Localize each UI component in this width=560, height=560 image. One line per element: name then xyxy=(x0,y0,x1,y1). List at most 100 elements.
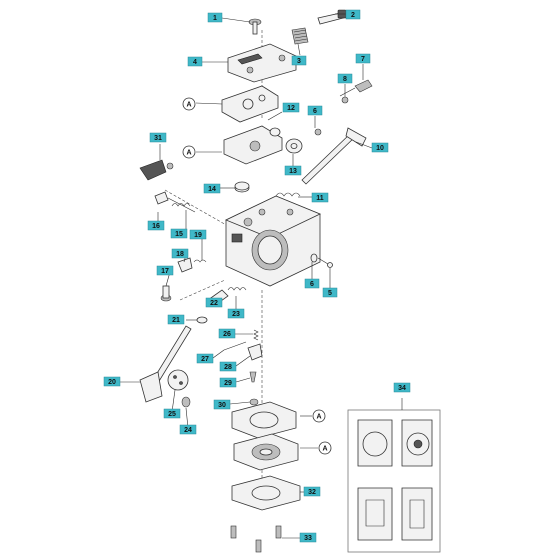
svg-text:24: 24 xyxy=(184,427,192,434)
part-choke-plate-25 xyxy=(167,369,189,391)
part-screw-1 xyxy=(248,18,262,35)
svg-text:11: 11 xyxy=(316,195,324,202)
part-carburetor-body xyxy=(225,195,321,287)
callout-24: 24 xyxy=(179,424,197,435)
axis-lever xyxy=(179,279,226,301)
part-clip-18 xyxy=(177,257,193,273)
svg-text:6: 6 xyxy=(313,108,317,115)
callout-23: 23 xyxy=(227,308,245,319)
part-diaphragm-bottom xyxy=(233,433,299,471)
part-spring-15 xyxy=(171,203,191,207)
callout-20: 20 xyxy=(103,376,121,387)
part-spring-26 xyxy=(253,329,259,341)
svg-text:27: 27 xyxy=(201,356,209,363)
callout-27: 27 xyxy=(196,353,214,364)
callout-22: 22 xyxy=(205,297,223,308)
svg-text:30: 30 xyxy=(218,402,226,409)
callout-7: 7 xyxy=(355,53,371,64)
svg-text:31: 31 xyxy=(154,135,162,142)
part-pin-27 xyxy=(223,341,247,351)
svg-text:1: 1 xyxy=(213,15,217,22)
part-lever-28 xyxy=(247,343,263,361)
svg-text:A: A xyxy=(322,446,327,453)
svg-text:29: 29 xyxy=(224,380,232,387)
svg-text:12: 12 xyxy=(287,105,295,112)
callout-30: 30 xyxy=(213,399,231,410)
svg-text:4: 4 xyxy=(193,59,197,66)
ref-marker-a-3: A xyxy=(312,409,326,423)
svg-text:15: 15 xyxy=(175,231,183,238)
part-needle-2 xyxy=(317,9,348,25)
ref-marker-a-1: A xyxy=(182,97,196,111)
svg-text:3: 3 xyxy=(297,58,301,65)
svg-text:A: A xyxy=(316,414,321,421)
ref-marker-a-4: A xyxy=(318,441,332,455)
callout-32: 32 xyxy=(303,486,321,497)
axis-left-screw xyxy=(164,189,236,231)
part-washer-13 xyxy=(269,127,303,154)
callout-1: 1 xyxy=(207,12,223,23)
part-spring-3 xyxy=(291,27,309,45)
svg-text:20: 20 xyxy=(108,379,116,386)
svg-text:21: 21 xyxy=(172,317,180,324)
svg-text:33: 33 xyxy=(304,535,312,542)
part-o-ring-6 xyxy=(310,253,318,263)
part-pin-5 xyxy=(317,257,333,268)
svg-text:7: 7 xyxy=(361,56,365,63)
callout-17: 17 xyxy=(156,265,174,276)
callout-11: 11 xyxy=(311,192,329,203)
callout-13: 13 xyxy=(284,165,302,176)
part-diaphragm-12 xyxy=(223,125,283,165)
svg-text:23: 23 xyxy=(232,311,240,318)
callout-6-lower: 6 xyxy=(304,278,320,289)
part-needle-29 xyxy=(249,371,257,383)
part-choke-shaft-20 xyxy=(139,325,192,403)
svg-text:5: 5 xyxy=(328,290,332,297)
svg-text:8: 8 xyxy=(343,76,347,83)
svg-text:2: 2 xyxy=(351,12,355,19)
callout-6-upper: 6 xyxy=(307,105,323,116)
callout-16: 16 xyxy=(147,220,165,231)
part-cover-32 xyxy=(231,475,301,511)
part-throttle-shaft-10 xyxy=(301,127,367,185)
callout-29: 29 xyxy=(219,377,237,388)
callout-15: 15 xyxy=(170,228,188,239)
part-spring-23 xyxy=(227,287,247,291)
kit-box-34 xyxy=(347,398,441,553)
svg-text:A: A xyxy=(186,150,191,157)
ref-marker-a-2: A xyxy=(182,145,196,159)
callout-14: 14 xyxy=(203,183,221,194)
part-gasket-top xyxy=(221,85,279,123)
part-inlet-31 xyxy=(139,159,174,181)
callout-18: 18 xyxy=(171,248,189,259)
callout-8: 8 xyxy=(337,73,353,84)
svg-text:17: 17 xyxy=(161,268,169,275)
callout-3: 3 xyxy=(291,55,307,66)
callout-33: 33 xyxy=(299,532,317,543)
svg-text:26: 26 xyxy=(223,331,231,338)
svg-text:22: 22 xyxy=(210,300,218,307)
callout-19: 19 xyxy=(189,229,207,240)
svg-text:14: 14 xyxy=(208,186,216,193)
part-spring-24 xyxy=(181,396,191,408)
part-screw-16 xyxy=(154,191,196,213)
part-ring-14 xyxy=(234,181,250,193)
callout-34: 34 xyxy=(393,382,411,393)
part-seal-21 xyxy=(196,316,208,324)
part-spring-11 xyxy=(275,192,301,197)
callout-5: 5 xyxy=(322,287,338,298)
svg-text:18: 18 xyxy=(176,251,184,258)
callout-21: 21 xyxy=(167,314,185,325)
svg-text:25: 25 xyxy=(168,411,176,418)
svg-text:19: 19 xyxy=(194,232,202,239)
svg-text:16: 16 xyxy=(152,223,160,230)
callout-25: 25 xyxy=(163,408,181,419)
callout-2: 2 xyxy=(345,9,361,20)
svg-text:32: 32 xyxy=(308,489,316,496)
callout-4: 4 xyxy=(187,56,203,67)
part-screws-33 xyxy=(230,525,282,553)
callout-10: 10 xyxy=(371,142,389,153)
svg-text:28: 28 xyxy=(224,364,232,371)
part-gasket-bottom-1 xyxy=(231,401,297,439)
